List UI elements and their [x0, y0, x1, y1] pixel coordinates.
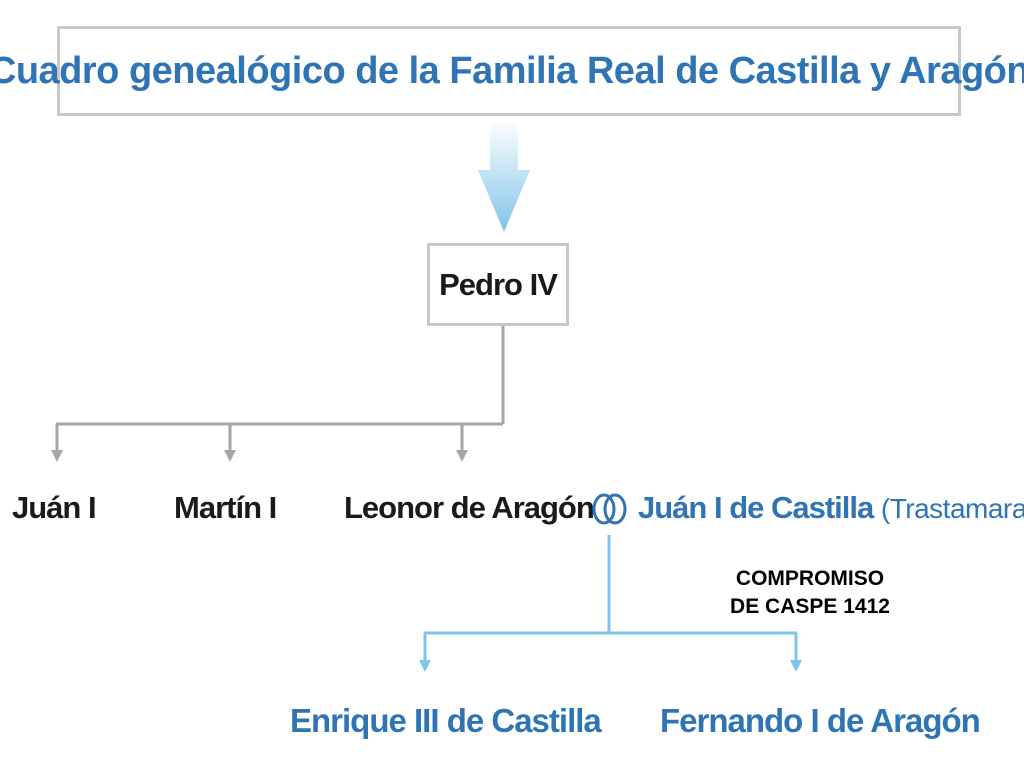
root-person-box: Pedro IV: [427, 243, 569, 326]
child-leonor-de-aragon: Leonor de Aragón: [344, 490, 595, 525]
gray-arrowheads: [51, 450, 468, 462]
grandchild-fernando-i: Fernando I de Aragón: [660, 702, 981, 739]
blue-arrowheads: [419, 660, 802, 672]
note-line-2: DE CASPE 1412: [730, 595, 890, 618]
title-box: Cuadro genealógico de la Familia Real de…: [0, 26, 1024, 116]
note-line-1: COMPROMISO: [735, 567, 885, 590]
down-arrow-icon: [478, 120, 530, 232]
blue-connectors: [423, 535, 798, 662]
diagram-title: Cuadro genealógico de la Familia Real de…: [0, 49, 1024, 92]
spouse-name: Juán I de Castilla (Trastamara): [638, 490, 1024, 526]
root-person-name: Pedro IV: [439, 266, 558, 302]
grandchild-enrique-iii: Enrique III de Castilla: [290, 702, 602, 739]
child-juan-i: Juán I: [12, 490, 97, 525]
compromiso-note: COMPROMISO DE CASPE 1412: [690, 565, 930, 621]
wedding-rings-icon: [592, 493, 627, 525]
spouse-dynasty: (Trastamara): [880, 493, 1024, 524]
child-martin-i: Martín I: [174, 490, 277, 525]
spouse-name-text: Juán I de Castilla: [638, 490, 874, 525]
gray-connectors: [55, 326, 505, 452]
